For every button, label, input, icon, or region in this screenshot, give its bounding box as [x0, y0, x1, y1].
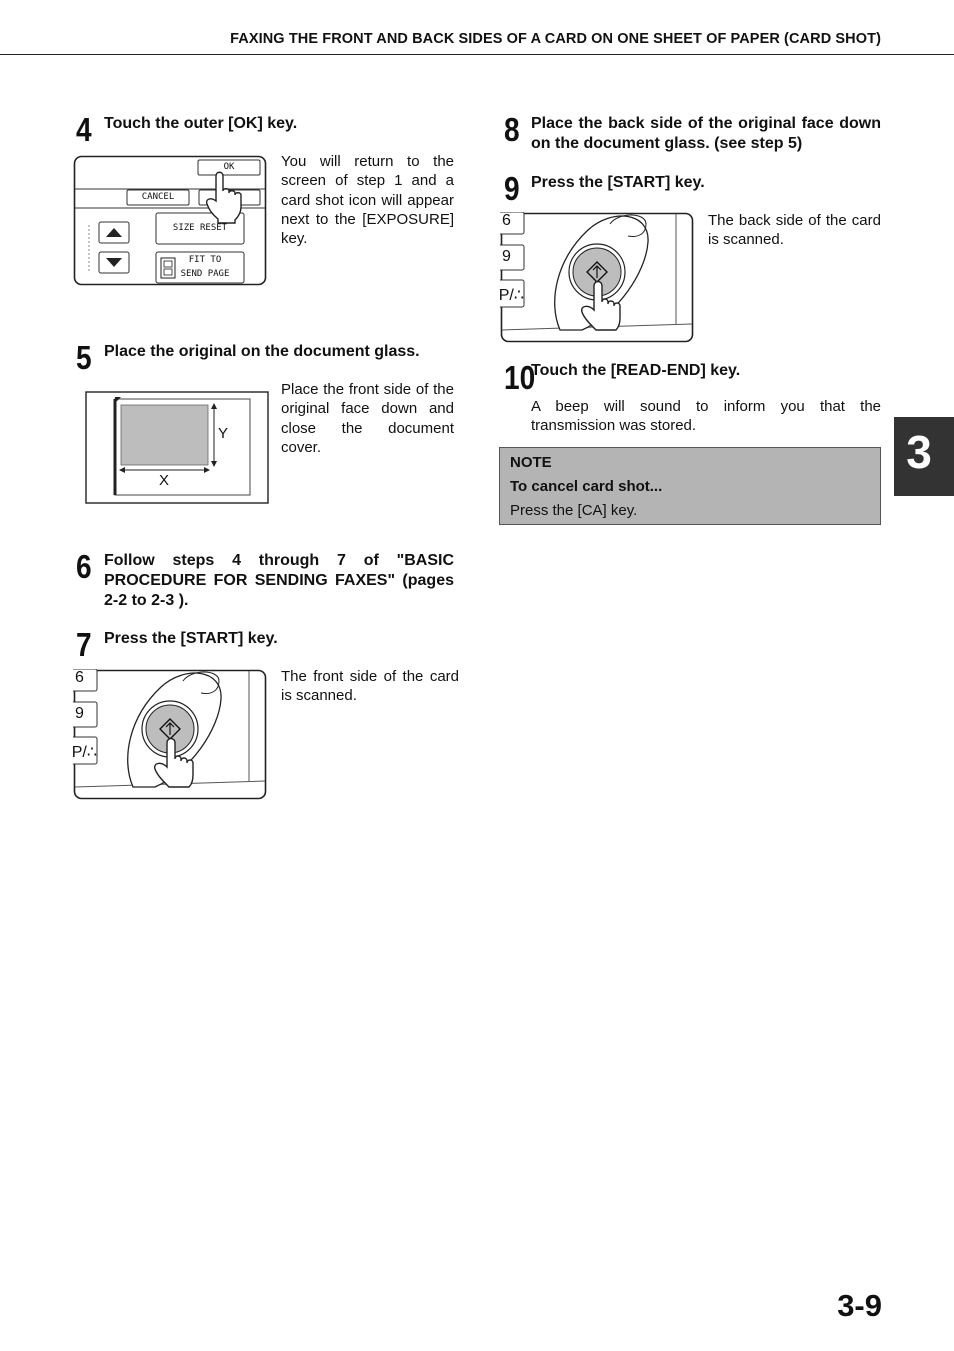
step-9-number: 9 — [504, 170, 520, 207]
step-4-number: 4 — [76, 111, 92, 148]
glass-y-label: Y — [218, 425, 229, 442]
step-10-text: A beep will sound to inform you that the… — [531, 398, 881, 435]
note-text: Press the [CA] key. — [510, 502, 638, 519]
step-7-heading: Press the [START] key. — [104, 630, 278, 647]
step-5-number: 5 — [76, 339, 92, 376]
step-5-text: Place the front side of the original fac… — [281, 381, 454, 456]
step-7-text: The front side of the card is scanned. — [281, 668, 459, 705]
cancel-key-label: CANCEL — [141, 192, 175, 202]
ok-key[interactable] — [197, 159, 261, 176]
start-key-illustration-front — [73, 669, 267, 800]
hand-pointer-icon — [205, 171, 242, 224]
chapter-tab: 3 — [894, 417, 954, 496]
step-7-number: 7 — [76, 626, 92, 663]
step-4-text: You will return to the screen of step 1 … — [281, 153, 454, 248]
keypad-key-p: ∴/P — [73, 744, 97, 761]
note-subheading: To cancel card shot... — [510, 478, 663, 495]
fit-to-label: FIT TO — [188, 255, 222, 265]
step-5-heading: Place the original on the document glass… — [104, 343, 420, 360]
document-glass-illustration — [85, 391, 269, 504]
keypad-key-6: 6 — [75, 669, 84, 686]
up-arrow-key[interactable] — [98, 221, 130, 244]
glass-x-label: X — [159, 472, 170, 489]
down-arrow-key[interactable] — [98, 251, 130, 274]
keypad-key-p-back: ∴/P — [500, 287, 524, 304]
ok-key-label: OK — [223, 162, 235, 172]
hand-pointer-icon — [154, 737, 194, 788]
ok-key-panel-labels: OK CANCEL SIZE RESET FIT TO SEND PAGE — [73, 155, 267, 286]
step-8-number: 8 — [504, 111, 520, 148]
header-rule — [0, 54, 954, 55]
start-key-illustration-back — [500, 212, 694, 343]
step-9-heading: Press the [START] key. — [531, 174, 705, 191]
start-key-front[interactable] — [141, 700, 199, 758]
step-8-heading: Place the back side of the original face… — [531, 115, 881, 152]
step-9-text: The back side of the card is scanned. — [708, 212, 881, 249]
step-10-number: 10 — [504, 359, 536, 396]
note-label: NOTE — [510, 454, 552, 471]
send-page-label: SEND PAGE — [180, 269, 230, 279]
size-reset-key-label: SIZE RESET — [172, 223, 228, 233]
chapter-number: 3 — [906, 426, 932, 478]
step-6-heading: Follow steps 4 through 7 of "BASIC PROCE… — [104, 552, 454, 609]
cancel-key[interactable] — [126, 189, 190, 206]
keypad-key-6-back: 6 — [502, 212, 511, 229]
hand-pointer-icon — [581, 280, 621, 331]
page-header-title: FAXING THE FRONT AND BACK SIDES OF A CAR… — [230, 31, 881, 47]
step-4-heading: Touch the outer [OK] key. — [104, 115, 298, 132]
step-10-heading: Touch the [READ-END] key. — [531, 362, 741, 379]
page-number: 3-9 — [837, 1288, 882, 1323]
keypad-key-9-back: 9 — [502, 248, 511, 265]
note-box: NOTE To cancel card shot... Press the [C… — [499, 447, 881, 525]
keypad-key-9: 9 — [75, 705, 84, 722]
ok-key-panel-illustration — [73, 155, 267, 286]
step-6-number: 6 — [76, 548, 92, 585]
